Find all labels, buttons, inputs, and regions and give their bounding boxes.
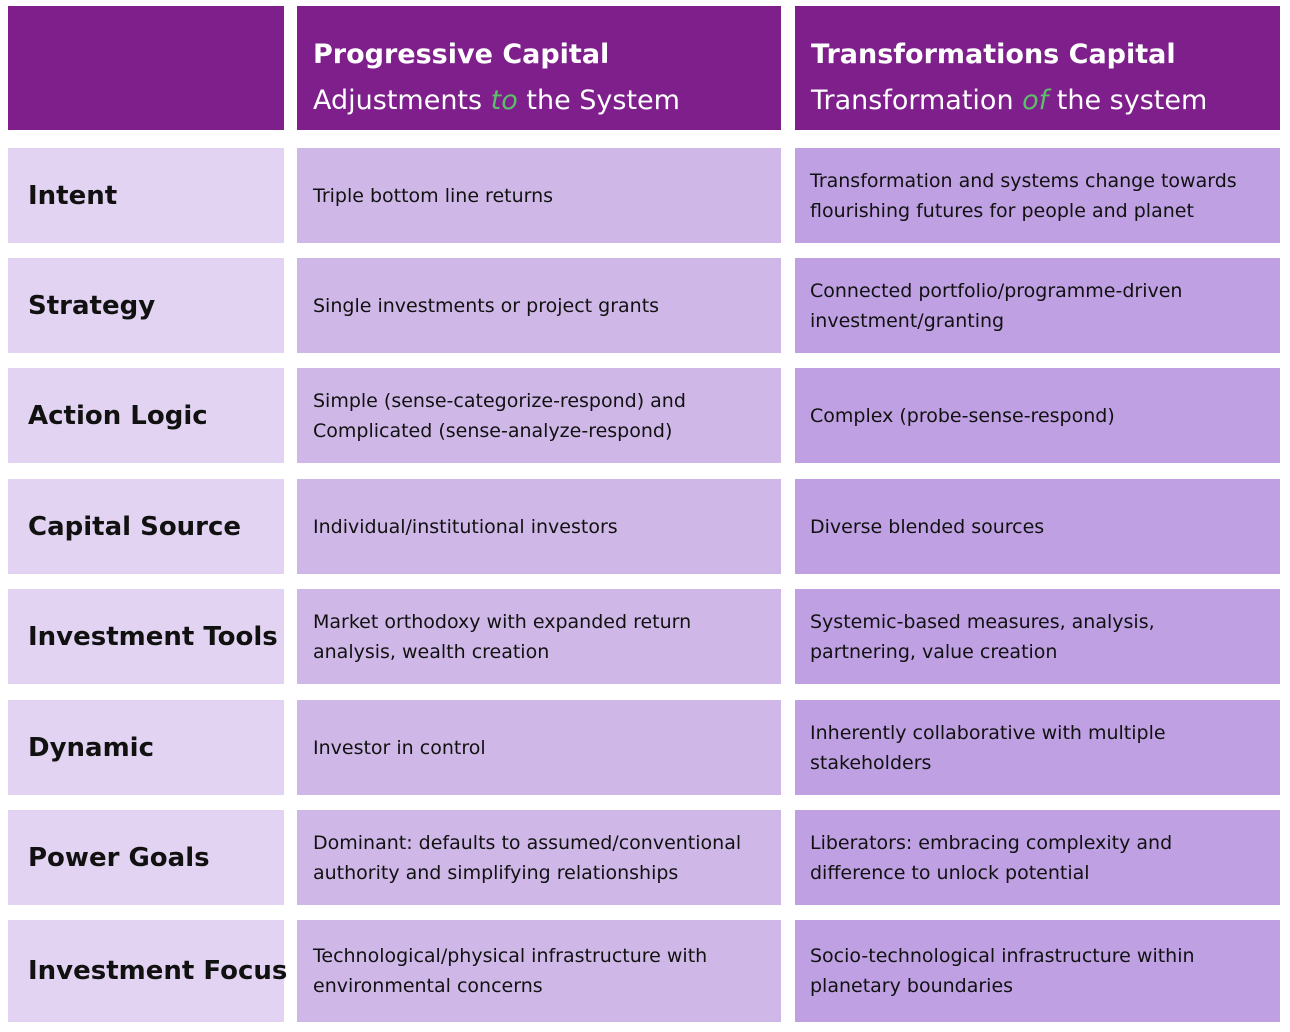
row-label-power-goals: Power Goals	[8, 810, 284, 905]
row-progressive-dynamic: Investor in control	[297, 700, 781, 795]
transformations-subtitle: Transformation of the system	[811, 85, 1208, 116]
transformations-subtitle-emphasis: of	[1022, 85, 1049, 116]
row-progressive-intent: Triple bottom line returns	[297, 148, 781, 243]
row-transformations-action-logic: Complex (probe-sense-respond)	[795, 368, 1280, 463]
row-transformations-intent: Transformation and systems change toward…	[795, 148, 1280, 243]
row-label-strategy: Strategy	[8, 258, 284, 353]
row-label-investment-focus: Investment Focus	[8, 920, 287, 1022]
row-transformations-investment-focus: Socio-technological infrastructure withi…	[795, 920, 1280, 1022]
progressive-subtitle: Adjustments to the System	[313, 85, 680, 116]
row-label-capital-source: Capital Source	[8, 479, 284, 574]
progressive-title: Progressive Capital	[313, 39, 610, 70]
header-corner	[8, 6, 284, 130]
row-transformations-capital-source: Diverse blended sources	[795, 479, 1280, 574]
row-transformations-investment-tools: Systemic-based measures, analysis, partn…	[795, 589, 1280, 684]
row-label-dynamic: Dynamic	[8, 700, 284, 795]
row-transformations-dynamic: Inherently collaborative with multiple s…	[795, 700, 1280, 795]
row-label-action-logic: Action Logic	[8, 368, 284, 463]
header-progressive-capital: Progressive Capital Adjustments to the S…	[297, 6, 781, 130]
row-label-investment-tools: Investment Tools	[8, 589, 284, 684]
row-progressive-power-goals: Dominant: defaults to assumed/convention…	[297, 810, 781, 905]
row-progressive-investment-focus: Technological/physical infrastructure wi…	[297, 920, 781, 1022]
row-transformations-strategy: Connected portfolio/programme-driven inv…	[795, 258, 1280, 353]
row-transformations-power-goals: Liberators: embracing complexity and dif…	[795, 810, 1280, 905]
row-progressive-strategy: Single investments or project grants	[297, 258, 781, 353]
header-transformations-capital: Transformations Capital Transformation o…	[795, 6, 1280, 130]
row-progressive-capital-source: Individual/institutional investors	[297, 479, 781, 574]
row-progressive-action-logic: Simple (sense-categorize-respond) and Co…	[297, 368, 781, 463]
progressive-subtitle-emphasis: to	[490, 85, 518, 116]
transformations-title: Transformations Capital	[811, 39, 1176, 70]
row-progressive-investment-tools: Market orthodoxy with expanded return an…	[297, 589, 781, 684]
row-label-intent: Intent	[8, 148, 284, 243]
